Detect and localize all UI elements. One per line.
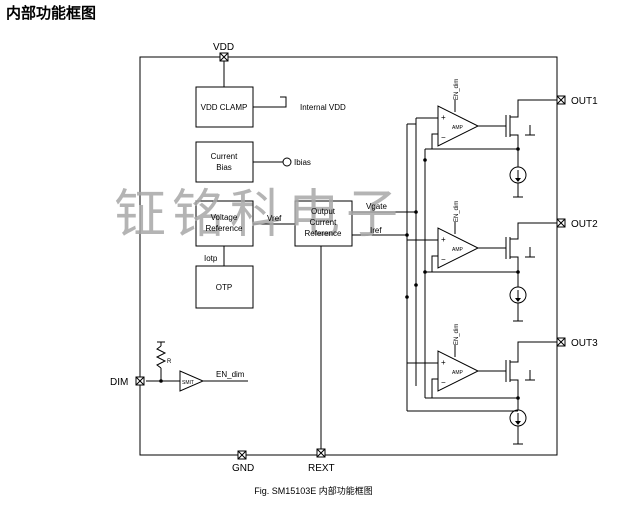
out3-pin <box>556 337 566 347</box>
out2-pin-label: OUT2 <box>571 219 598 230</box>
out2-pin <box>556 218 566 228</box>
otp-label: OTP <box>216 283 232 292</box>
current-bias-label-2: Bias <box>216 163 232 172</box>
rext-pin <box>316 448 326 458</box>
output-current-reference-block <box>294 200 353 247</box>
vdd-clamp-label: VDD CLAMP <box>201 103 248 112</box>
vdd-pin-label: VDD <box>213 42 234 53</box>
smit-label: SMIT <box>182 380 194 386</box>
rext-pin-label: REXT <box>308 463 335 474</box>
amp-enable-3: EN_dim <box>454 324 460 345</box>
out1-pin <box>556 95 566 105</box>
ocr-label-3: Reference <box>305 229 342 238</box>
amp-label-2: AMP <box>452 247 464 253</box>
ocr-label-1: Output <box>311 207 336 216</box>
amp-plus-2: + <box>441 235 446 244</box>
amplifier-2 <box>437 227 480 269</box>
amp-enable-1: EN_dim <box>454 79 460 100</box>
voltage-reference-label-2: Reference <box>206 224 243 233</box>
ocr-label-2: Current <box>310 218 337 227</box>
current-bias-label-1: Current <box>211 152 238 161</box>
amp-plus-3: + <box>441 358 446 367</box>
dim-pin-label: DIM <box>110 377 128 388</box>
internal-vdd-label: Internal VDD <box>300 103 346 112</box>
otp-block <box>195 265 254 309</box>
amp-label-1: AMP <box>452 125 464 131</box>
amp-minus-1: − <box>441 133 446 142</box>
vdd-pin <box>219 52 229 62</box>
gnd-pin-label: GND <box>232 463 254 474</box>
gnd-pin <box>237 450 247 460</box>
amplifier-3 <box>437 350 480 392</box>
figure-caption: Fig. SM15103E 内部功能框图 <box>254 486 373 496</box>
amp-minus-3: − <box>441 378 446 387</box>
watermark: 钲铭科电子 <box>114 185 404 245</box>
amp-enable-2: EN_dim <box>454 201 460 222</box>
iref-label: Iref <box>370 226 382 235</box>
voltage-reference-label-1: Voltage <box>211 213 238 222</box>
schmitt-trigger <box>179 370 205 392</box>
amplifier-1 <box>437 105 480 147</box>
page-heading: 内部功能框图 <box>6 4 97 22</box>
vref-label: Vref <box>267 214 282 223</box>
amp-plus-1: + <box>441 113 446 122</box>
dim-pin <box>135 376 145 386</box>
out1-pin-label: OUT1 <box>571 96 598 107</box>
current-bias-block <box>195 141 254 183</box>
out3-pin-label: OUT3 <box>571 338 598 349</box>
chip-outline <box>139 56 558 456</box>
iotp-label: Iotp <box>204 254 218 263</box>
en-dim-label: EN_dim <box>216 370 245 379</box>
vgate-label: Vgate <box>366 202 387 211</box>
ibias-label: Ibias <box>294 158 311 167</box>
resistor-label: R <box>167 359 172 365</box>
amp-label-3: AMP <box>452 370 464 376</box>
amp-minus-2: − <box>441 255 446 264</box>
